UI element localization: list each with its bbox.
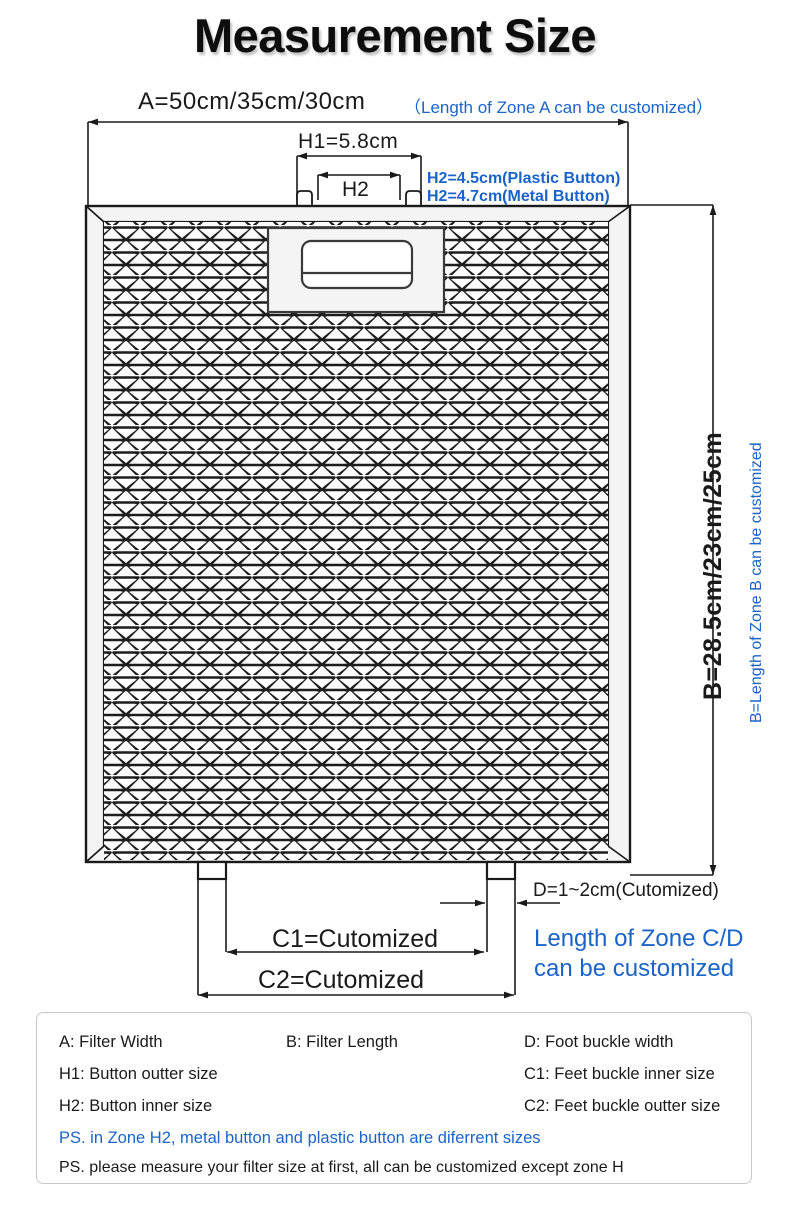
label-h2: H2 — [342, 178, 369, 201]
label-d-dimension: D=1~2cm(Cutomized) — [533, 880, 719, 901]
legend-h2: H2: Button inner size — [59, 1097, 213, 1115]
label-cd-note-line1: Length of Zone C/D — [534, 925, 744, 952]
dimension-a — [87, 118, 629, 207]
label-h2-metal: H2=4.7cm(Metal Button) — [427, 188, 610, 205]
label-cd-note-line2: can be customized — [534, 955, 735, 982]
dimension-b — [630, 204, 717, 876]
label-h1: H1=5.8cm — [298, 130, 399, 153]
button-tabs — [296, 190, 422, 207]
label-a-dimension: A=50cm/35cm/30cm — [138, 88, 366, 115]
legend-a: A: Filter Width — [59, 1033, 163, 1051]
label-b-dimension: B=28.5cm/23cm/25cm — [699, 431, 727, 700]
dimension-h2 — [317, 171, 401, 200]
label-b-note: B=Length of Zone B can be customized — [748, 442, 765, 723]
legend-ps-blue: PS. in Zone H2, metal button and plastic… — [59, 1129, 541, 1147]
legend-c1: C1: Feet buckle inner size — [524, 1065, 715, 1083]
foot-buckles — [196, 860, 517, 995]
label-c2: C2=Cutomized — [258, 966, 425, 994]
legend-box: A: Filter Width B: Filter Length D: Foot… — [36, 1012, 752, 1184]
legend-d: D: Foot buckle width — [524, 1033, 674, 1051]
page-title: Measurement Size — [193, 9, 597, 62]
legend-ps-black: PS. please measure your filter size at f… — [59, 1159, 624, 1176]
legend-c2: C2: Feet buckle outter size — [524, 1097, 721, 1115]
label-c1: C1=Cutomized — [272, 925, 439, 953]
mesh-pattern — [104, 222, 608, 860]
label-h2-plastic: H2=4.5cm(Plastic Button) — [427, 170, 621, 187]
handle-plate — [266, 226, 446, 314]
label-a-note: （Length of Zone A can be customized） — [404, 98, 714, 117]
legend-b: B: Filter Length — [286, 1033, 398, 1051]
legend-h1: H1: Button outter size — [59, 1065, 218, 1083]
